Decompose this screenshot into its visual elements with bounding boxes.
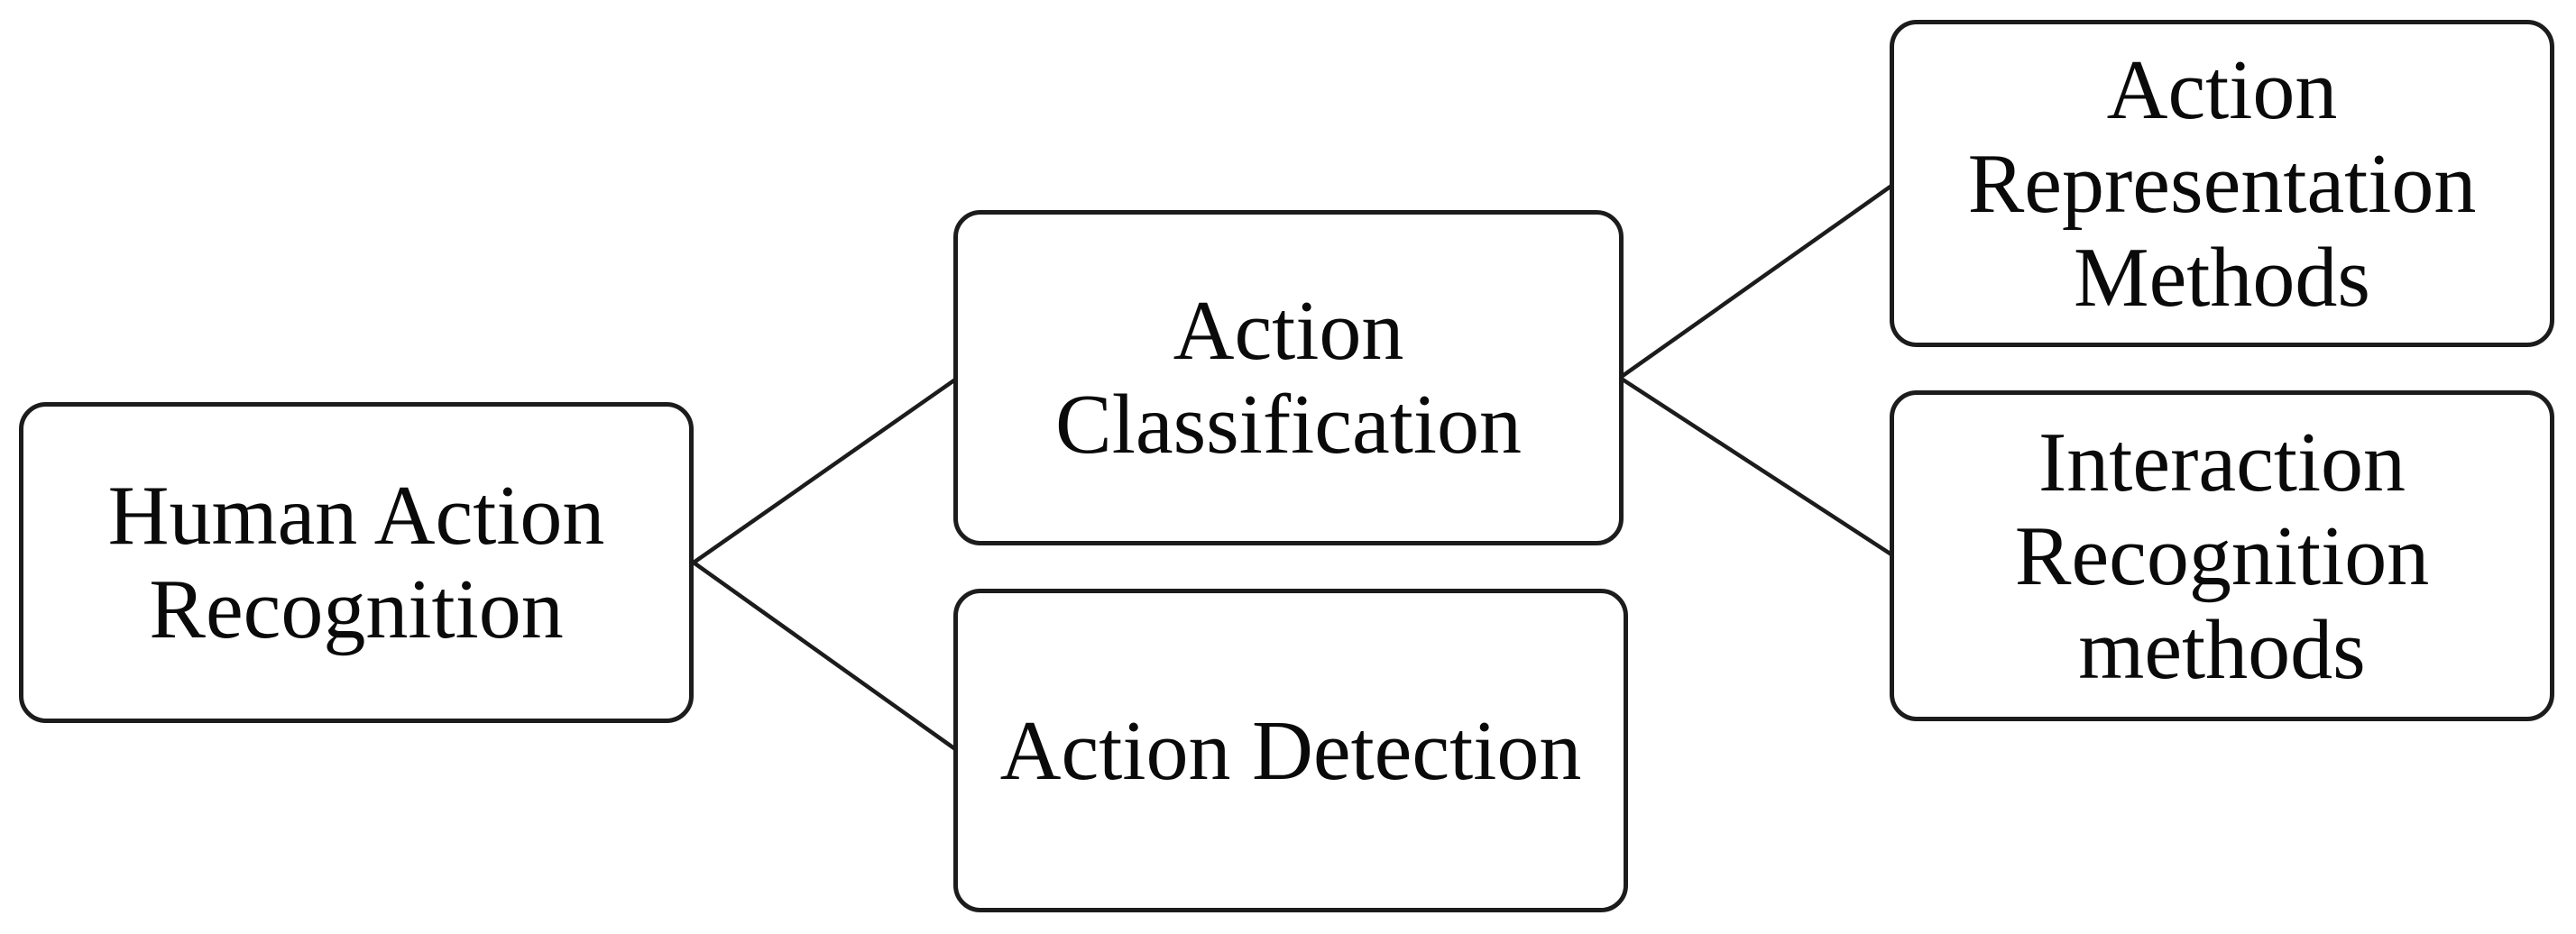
node-label-line: Methods [2074, 230, 2370, 325]
edge-classification-to-representation [1617, 181, 1897, 380]
node-action-detection: Action Detection [953, 589, 1628, 912]
node-label-line: Action [2106, 42, 2338, 137]
node-label-line: Recognition [149, 563, 564, 656]
node-action-classification: Action Classification [953, 210, 1624, 545]
node-label-line: Interaction [2038, 415, 2406, 509]
node-label-line: Human Action [107, 469, 605, 563]
node-label-line: methods [2078, 602, 2366, 697]
node-action-representation-methods: Action Representation Methods [1890, 20, 2554, 347]
node-human-action-recognition: Human Action Recognition [19, 402, 694, 723]
edge-har-to-action-detection [691, 560, 961, 754]
edge-har-to-action-classification [691, 375, 961, 565]
node-label-line: Representation [1967, 136, 2477, 231]
node-label-line: Recognition [2014, 508, 2430, 603]
edge-classification-to-interaction [1617, 375, 1897, 559]
node-interaction-recognition-methods: Interaction Recognition methods [1890, 390, 2554, 721]
node-label-line: Action Detection [999, 703, 1582, 798]
node-label-line: Classification [1055, 378, 1522, 472]
node-label-line: Action [1173, 284, 1404, 378]
